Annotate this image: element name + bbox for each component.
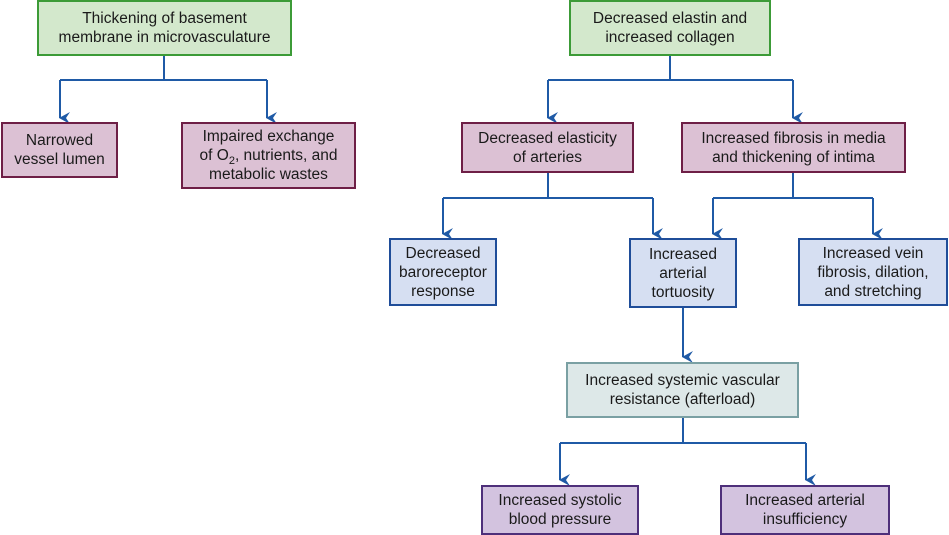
edge-svr-bus (560, 418, 806, 444)
node-decreased-elasticity: Decreased elasticity of arteries (461, 122, 634, 173)
node-increased-arterial-insufficiency: Increased arterial insufficiency (720, 485, 890, 535)
node-decreased-baroreceptor-response: Decreased baroreceptor response (389, 238, 497, 306)
node-narrowed-vessel-lumen: Narrowed vessel lumen (1, 122, 118, 178)
node-increased-systemic-vascular-resistance: Increased systemic vascular resistance (… (566, 362, 799, 418)
node-increased-arterial-tortuosity: Increased arterial tortuosity (629, 238, 737, 308)
edge-fibrosis-bus (713, 173, 873, 199)
edge-thickening-bus (60, 56, 267, 81)
edge-elasticity-bus (443, 173, 653, 199)
node-increased-systolic-blood-pressure: Increased systolic blood pressure (481, 485, 639, 535)
node-decreased-elastin: Decreased elastin and increased collagen (569, 0, 771, 56)
node-thickening-basement-membrane: Thickening of basement membrane in micro… (37, 0, 292, 56)
node-impaired-exchange: Impaired exchange of O2, nutrients, and … (181, 122, 356, 189)
node-increased-fibrosis-media: Increased fibrosis in media and thickeni… (681, 122, 906, 173)
node-increased-vein-fibrosis: Increased vein fibrosis, dilation, and s… (798, 238, 948, 306)
edge-elastin-bus (548, 56, 793, 81)
